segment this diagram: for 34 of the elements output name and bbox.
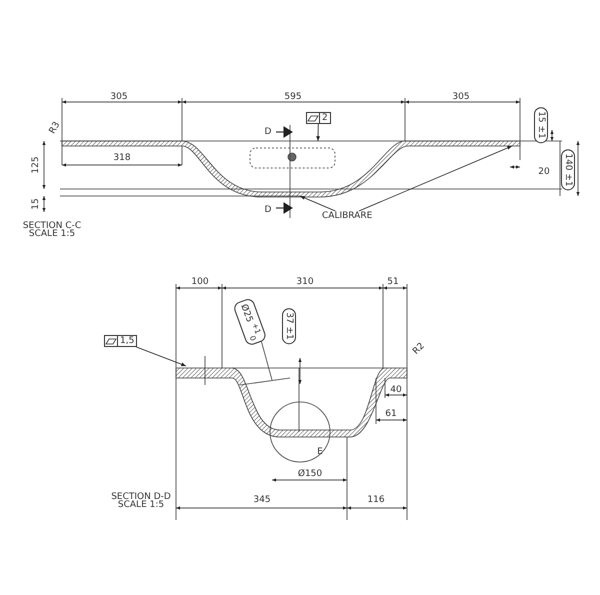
dimension-text: 345 — [253, 495, 271, 505]
dimension-text: R3 — [48, 120, 62, 136]
dimension-text: 305 — [110, 92, 128, 102]
dimension-text: 51 — [387, 277, 399, 287]
tolerance-label: 37 ±1 — [282, 308, 296, 344]
dimension-text: 61 — [385, 409, 397, 419]
dimension-text: 40 — [390, 385, 402, 395]
dimension-text: 305 — [452, 92, 470, 102]
leader-line — [300, 196, 336, 212]
dimension-text: 595 — [284, 92, 302, 102]
dimension-text: D — [264, 127, 272, 137]
dimension-text: 20 — [538, 167, 550, 177]
dimension-text: R2 — [411, 341, 427, 357]
tolerance-value: 2 — [319, 113, 330, 123]
tolerance-frame — [306, 112, 331, 124]
dimension-text: E — [317, 447, 323, 457]
dimension-text: 100 — [191, 277, 209, 287]
leader-line — [316, 124, 320, 142]
callout-text: CALIBRARE — [322, 211, 372, 221]
tolerance-label: 15 ±1 — [534, 107, 548, 143]
section-note: SCALE 1:5 — [118, 500, 164, 510]
tolerance-label: 140 ±1 — [561, 149, 575, 191]
tolerance-value: 1,5 — [117, 336, 136, 346]
tolerance-frame — [104, 335, 138, 347]
dimension-text: 318 — [113, 153, 131, 163]
leader-line — [136, 346, 186, 366]
dimension-text: 116 — [367, 495, 385, 505]
section-note: SCALE 1:5 — [28, 229, 76, 239]
dimension-text: D — [264, 205, 272, 215]
leader-line — [358, 146, 512, 212]
dimension-text: 310 — [296, 277, 314, 287]
dimension-text: Ø150 — [298, 469, 322, 479]
dimension-text: 125 — [31, 156, 41, 174]
dimension-text: 15 — [31, 198, 41, 210]
